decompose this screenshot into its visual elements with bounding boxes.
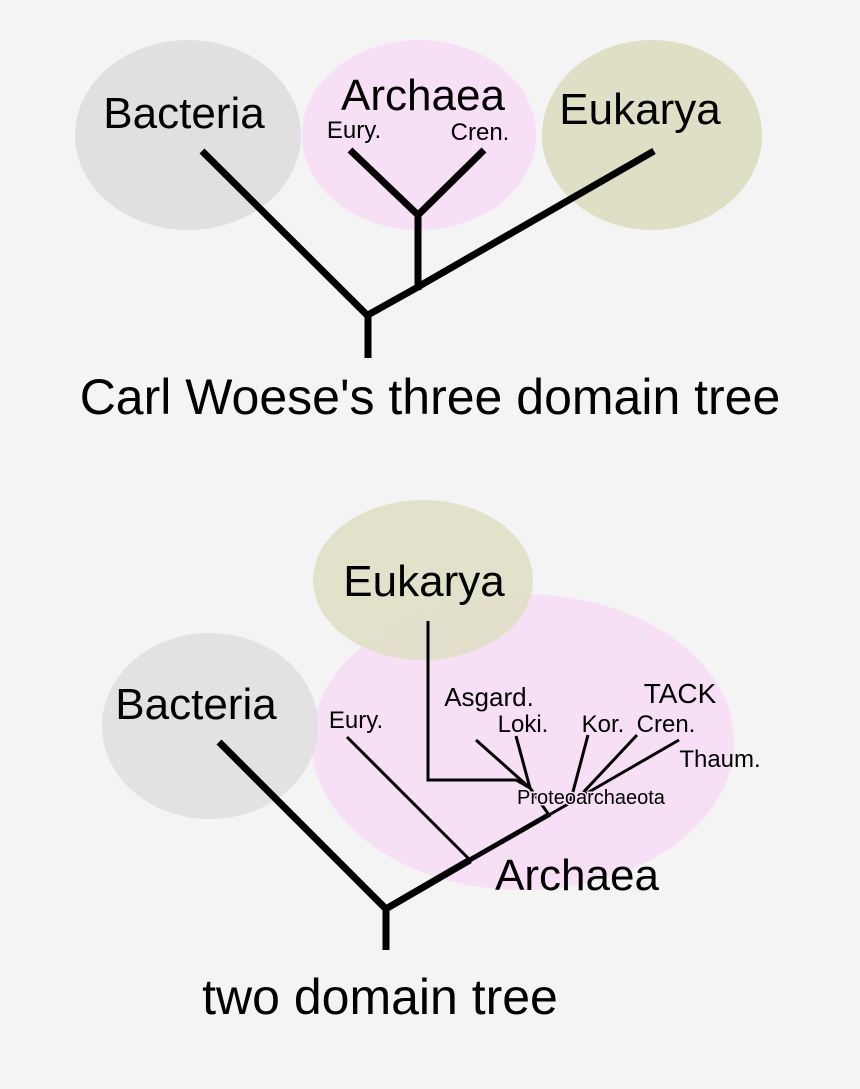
bacteria-branch: [216, 739, 390, 913]
eury-branch: [347, 147, 421, 218]
asgard-eukarya-branch: [528, 787, 551, 816]
bacteria-label: Bacteria: [103, 89, 265, 138]
archaea-crown: [466, 811, 552, 864]
eukarya-domain-blob: [542, 40, 762, 230]
archaea-label: Archaea: [341, 71, 505, 120]
eukarya-branch: [414, 147, 656, 292]
eury-label: Eury.: [327, 117, 381, 144]
three-domain-tree: Bacteria Archaea Eury. Cren. Eukarya Car…: [75, 40, 780, 425]
kor-branch: [568, 734, 590, 804]
eukarya-label: Eukarya: [559, 85, 721, 134]
archaea-domain-blob: [302, 40, 536, 230]
cren-label: Cren.: [637, 711, 696, 738]
tack-label: TACK: [644, 678, 717, 709]
bacteria-domain-blob: [102, 633, 318, 819]
three-domain-caption: Carl Woese's three domain tree: [80, 369, 781, 425]
two-domain-tree: Eukarya Bacteria Eury. Asgard. Loki. TAC…: [102, 500, 761, 1025]
eury-branch: [345, 735, 472, 862]
thaum-label: Thaum.: [679, 746, 760, 773]
eukarya-domain-blob: [313, 500, 533, 660]
three-domain-branches: [199, 147, 656, 358]
cren-branch: [576, 733, 639, 800]
eukarya-branch: [426, 621, 531, 790]
archaea-domain-blob: [312, 594, 734, 890]
asgard-label: Asgard.: [444, 682, 534, 712]
proteoarchaeota-label: Proteoarchaeota: [517, 787, 666, 809]
bacteria-branch: [199, 148, 371, 319]
cren-label: Cren.: [451, 119, 510, 146]
archaea-eukarya-branch: [364, 283, 420, 320]
archaea-trunk: [382, 856, 472, 914]
eury-label: Eury.: [329, 707, 383, 734]
archaea-label: Archaea: [495, 851, 659, 900]
bacteria-domain-blob: [75, 40, 301, 230]
kor-label: Kor.: [582, 711, 625, 738]
bacteria-label: Bacteria: [115, 680, 277, 729]
two-domain-caption: two domain tree: [202, 969, 558, 1025]
loki-label: Loki.: [498, 711, 549, 738]
asgard-branch: [475, 738, 531, 790]
two-domain-branches: [216, 621, 680, 950]
eukarya-label: Eukarya: [343, 557, 505, 606]
loki-branch: [514, 735, 532, 789]
cren-branch: [415, 147, 487, 218]
